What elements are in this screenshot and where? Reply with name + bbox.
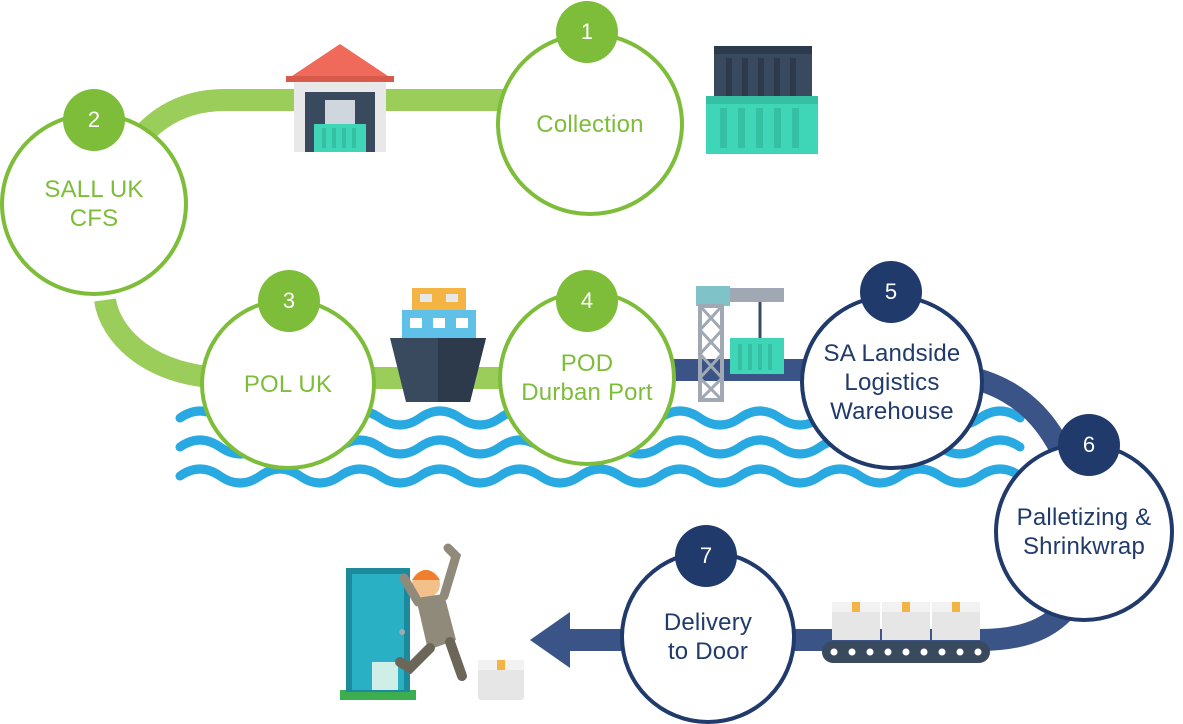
- step-number-badge: 4: [556, 270, 618, 332]
- step-number-badge: 5: [860, 261, 922, 323]
- step-number-badge: 7: [675, 525, 737, 587]
- cargo-ship-icon: [390, 288, 486, 402]
- step-number-badge: 3: [258, 270, 320, 332]
- step-number-badge: 6: [1058, 414, 1120, 476]
- step-palletizing-shrinkwrap: Palletizing &Shrinkwrap: [994, 442, 1174, 622]
- person-at-door-icon: [340, 543, 467, 700]
- step-number-badge: 2: [63, 89, 125, 151]
- package-box-icon: [478, 660, 524, 700]
- step-label: Collection: [536, 110, 644, 138]
- port-crane-icon: [696, 286, 784, 402]
- step-number-badge: 1: [556, 1, 618, 63]
- conveyor-belt-icon: [822, 602, 990, 663]
- step-label: POL UK: [243, 370, 333, 398]
- warehouse-icon: [286, 44, 394, 152]
- step-label: Palletizing &Shrinkwrap: [1016, 504, 1152, 560]
- shipping-container-icon: [706, 46, 818, 154]
- arrow-left-icon: [530, 612, 570, 668]
